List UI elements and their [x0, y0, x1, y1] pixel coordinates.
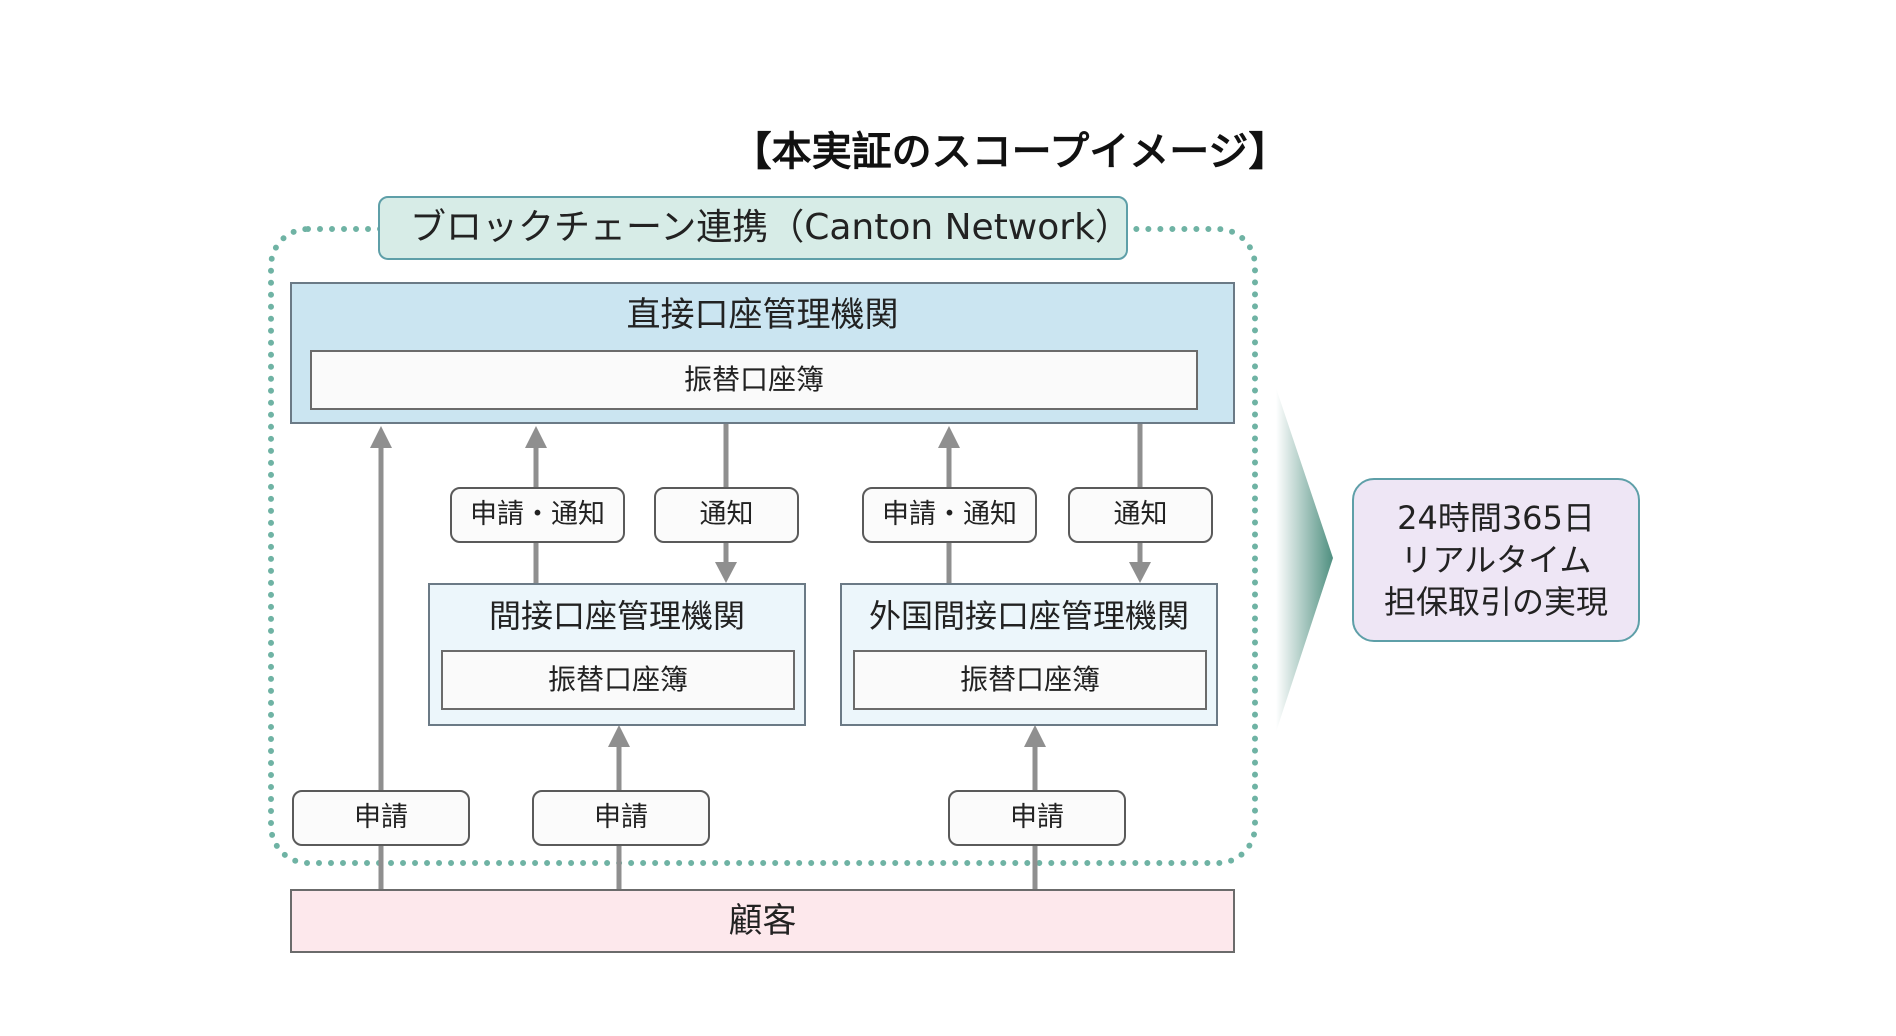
label-apply-notify-1: 申請・通知: [450, 487, 625, 543]
blockchain-label: ブロックチェーン連携（Canton Network）: [378, 196, 1131, 260]
label-notify-1: 通知: [654, 487, 799, 543]
arrow-apply-notify-1-head: [525, 426, 547, 448]
arrow-notify-2-head: [1129, 562, 1151, 583]
label-apply-2: 申請: [532, 790, 710, 846]
direct-institution-title: 直接口座管理機関: [626, 295, 899, 335]
indirect-institution-title: 間接口座管理機関: [488, 597, 745, 635]
result-line-2: リアルタイム: [1400, 541, 1592, 579]
arrow-apply-1-head: [370, 426, 392, 448]
foreign-institution-title: 外国間接口座管理機関: [868, 597, 1189, 635]
arrow-apply-notify-2-head: [938, 426, 960, 448]
label-notify-2: 通知: [1068, 487, 1213, 543]
result-chevron: [1276, 388, 1333, 732]
diagram-title: 【本実証のスコープイメージ】: [731, 129, 1289, 175]
label-apply-3: 申請: [948, 790, 1126, 846]
arrow-notify-1-head: [715, 562, 737, 583]
result-line-3: 担保取引の実現: [1383, 583, 1608, 621]
arrow-apply-2-head: [608, 725, 630, 747]
arrow-apply-3-head: [1024, 725, 1046, 747]
direct-ledger: 振替口座簿: [310, 350, 1198, 410]
customer-box: 顧客: [290, 889, 1235, 953]
foreign-ledger: 振替口座簿: [853, 650, 1207, 710]
result-line-1: 24時間365日: [1397, 499, 1595, 537]
result-box: 24時間365日 リアルタイム 担保取引の実現: [1352, 478, 1640, 642]
label-apply-1: 申請: [292, 790, 470, 846]
indirect-ledger: 振替口座簿: [441, 650, 795, 710]
label-apply-notify-2: 申請・通知: [862, 487, 1037, 543]
